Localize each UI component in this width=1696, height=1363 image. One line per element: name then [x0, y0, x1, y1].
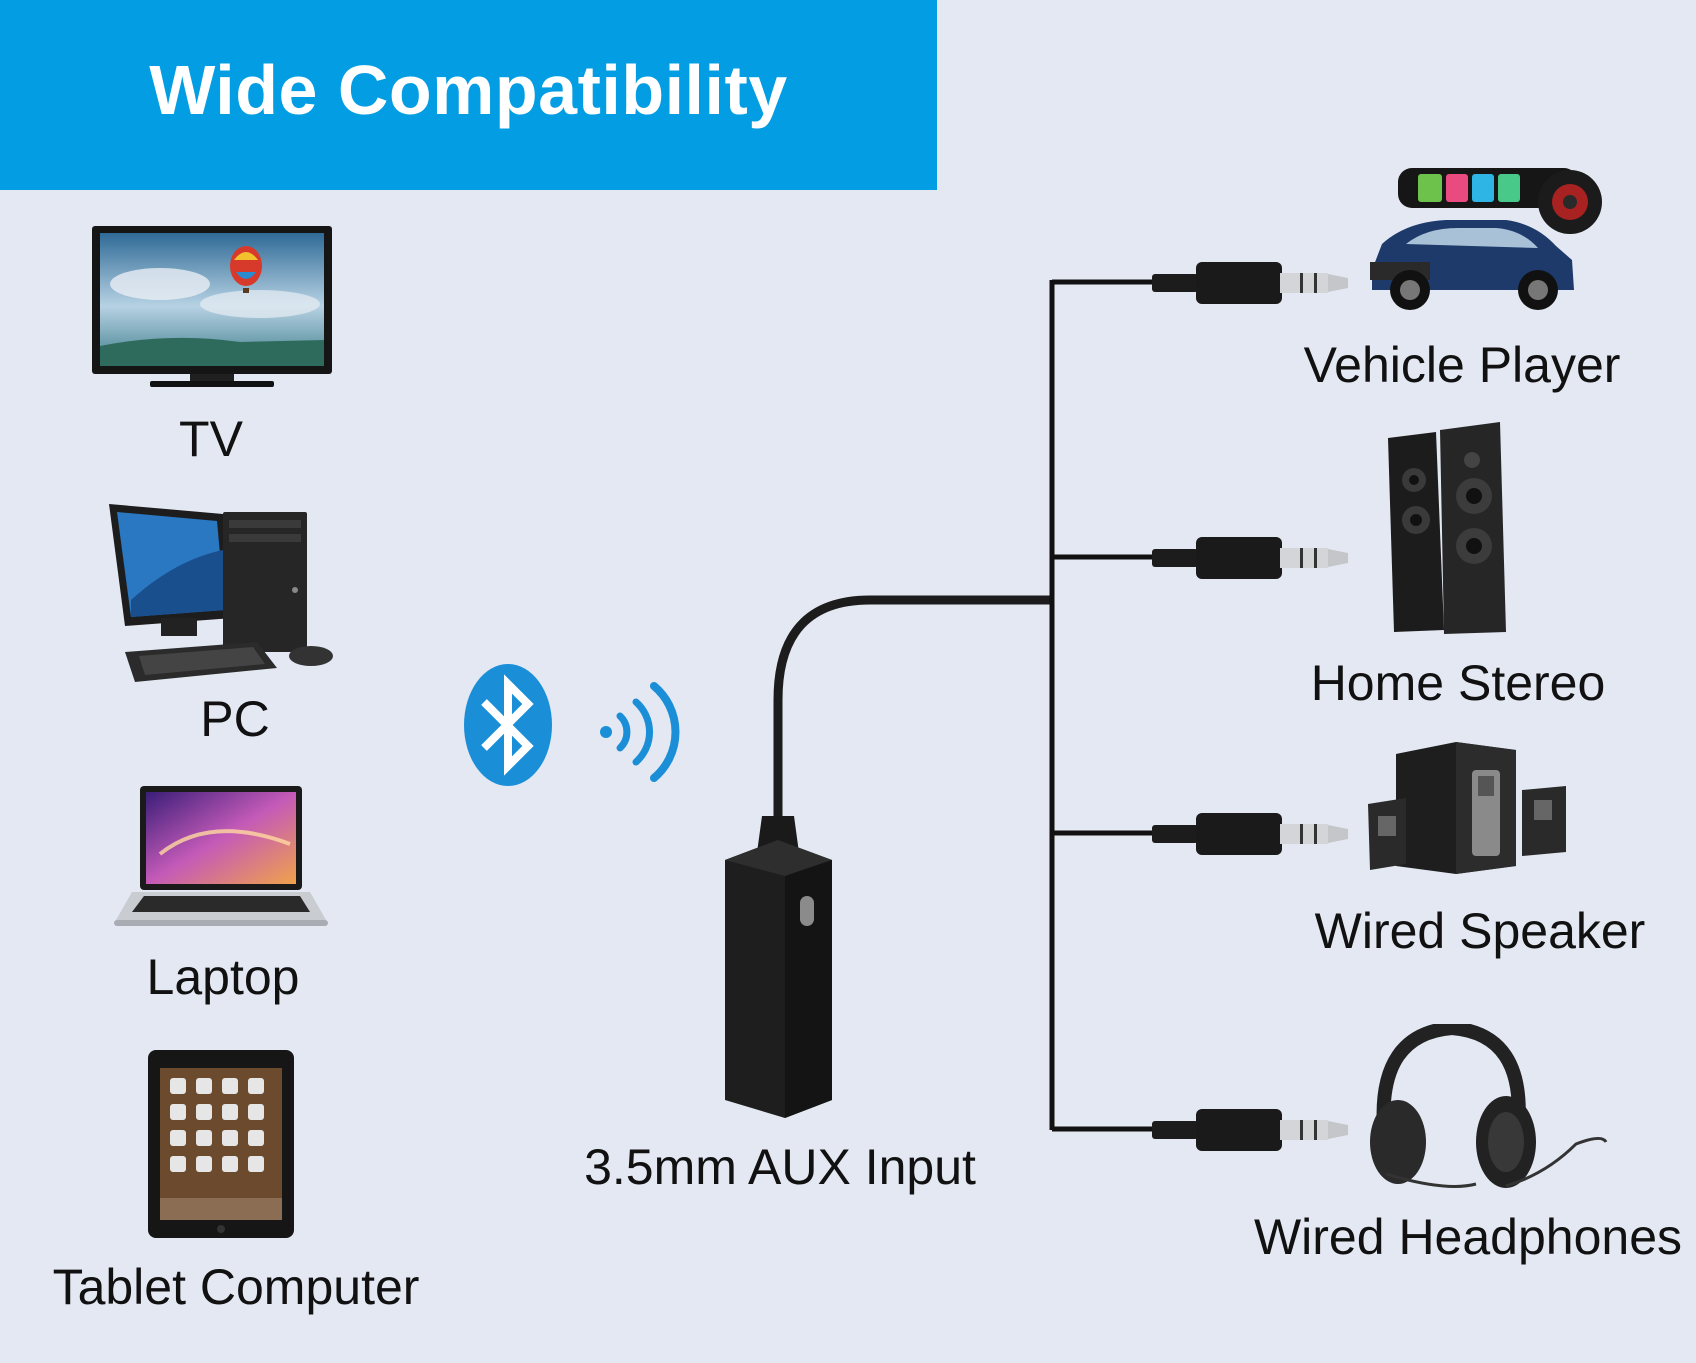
- source-label-laptop: Laptop: [146, 949, 300, 1005]
- aux-plug-icon: [1152, 535, 1352, 581]
- tower-speakers-icon: [1386, 420, 1510, 636]
- output-label-home-stereo: Home Stereo: [1310, 655, 1606, 711]
- wireless-signal-icon: [596, 680, 680, 784]
- tablet-icon: [146, 1048, 296, 1240]
- tv-icon: [90, 224, 334, 390]
- output-label-vehicle: Vehicle Player: [1303, 337, 1621, 393]
- car-icon: [1366, 166, 1610, 318]
- headphones-icon: [1356, 1024, 1612, 1198]
- page-title: Wide Compatibility: [149, 51, 788, 129]
- source-label-tv: TV: [179, 411, 243, 467]
- source-label-tablet: Tablet Computer: [52, 1259, 420, 1315]
- aux-plug-icon: [1152, 1107, 1352, 1153]
- bluetooth-icon: [462, 662, 554, 788]
- aux-plug-icon: [1152, 260, 1352, 306]
- desktop-speakers-icon: [1366, 740, 1570, 874]
- source-label-pc: PC: [200, 691, 270, 747]
- center-label: 3.5mm AUX Input: [584, 1139, 976, 1195]
- laptop-icon: [110, 784, 332, 930]
- header-banner: Wide Compatibility: [0, 0, 937, 190]
- output-label-wired-headphones: Wired Headphones: [1253, 1209, 1683, 1265]
- output-label-wired-speaker: Wired Speaker: [1314, 903, 1646, 959]
- aux-plug-icon: [1152, 811, 1352, 857]
- desktop-computer-icon: [105, 500, 337, 690]
- receiver-icon: [725, 816, 832, 1118]
